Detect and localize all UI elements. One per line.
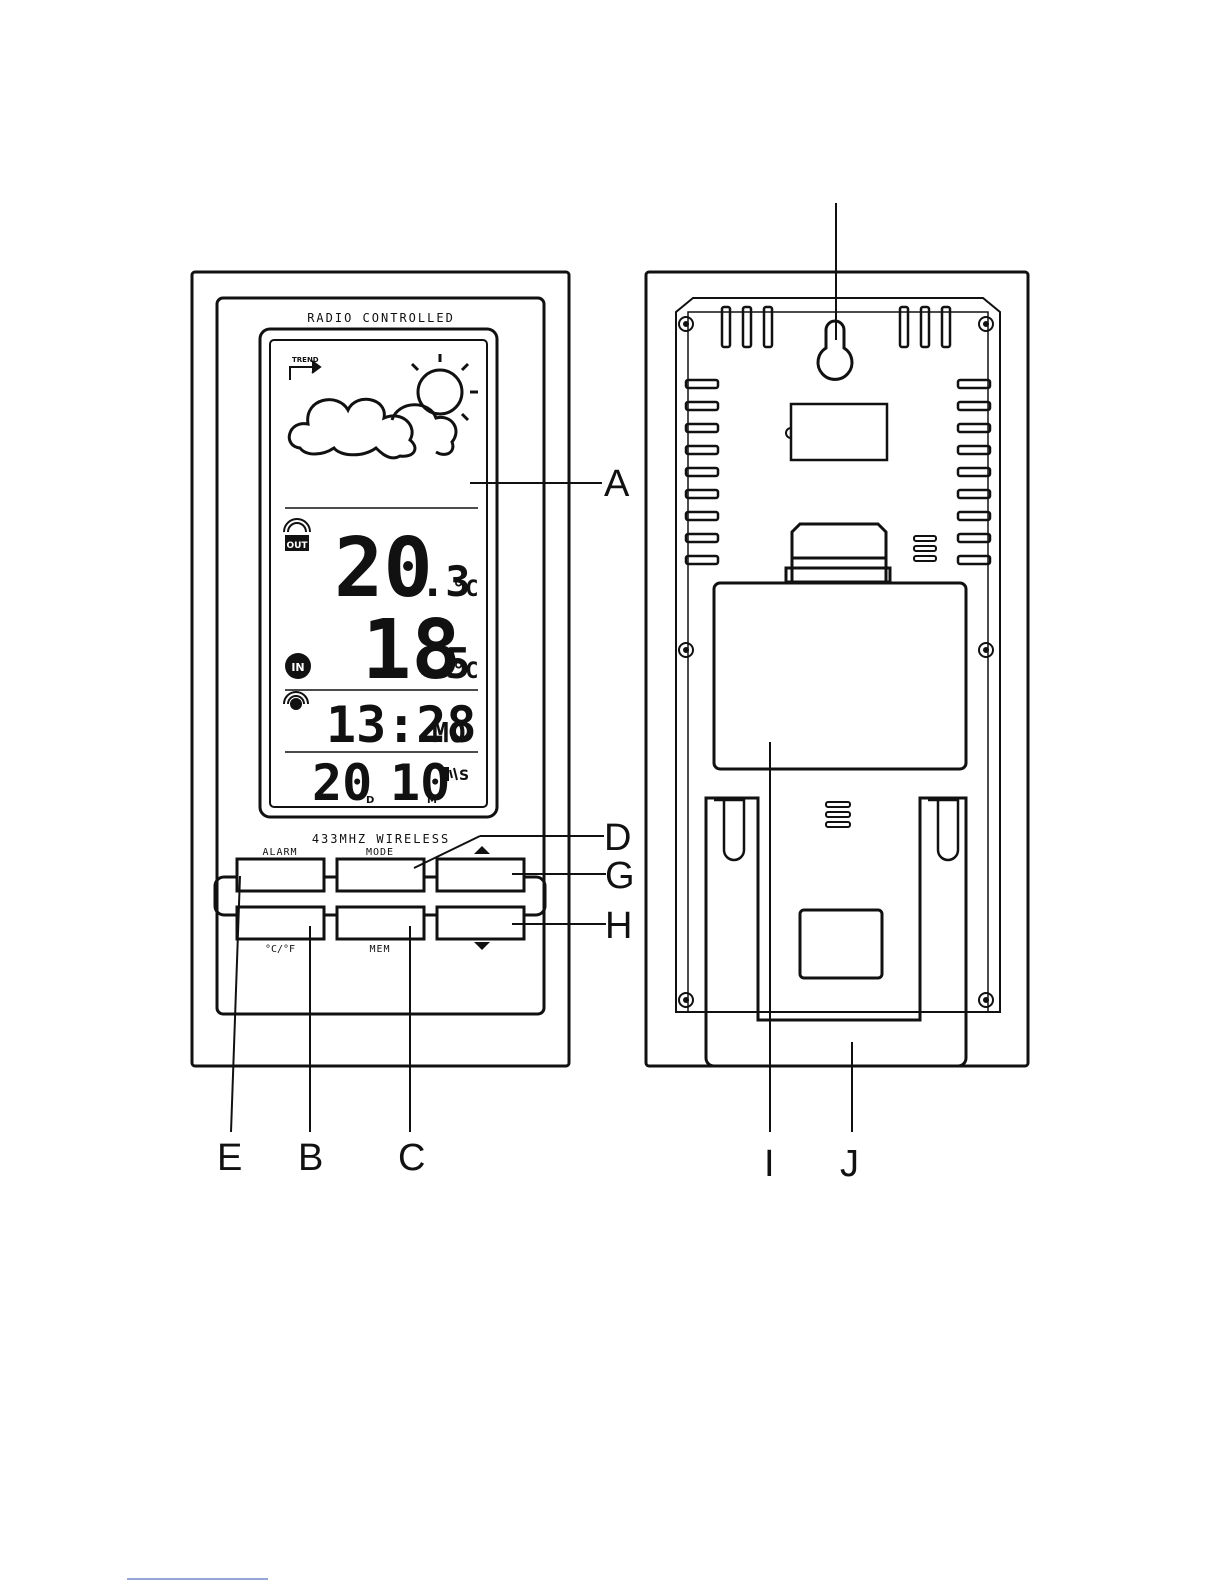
out-badge-label: OUT	[286, 541, 308, 551]
up-button[interactable]	[437, 859, 524, 891]
label-recess	[791, 404, 887, 460]
trend-label: TREND	[292, 356, 319, 364]
callout-d: D	[604, 817, 631, 859]
mini-grille	[826, 536, 936, 827]
alarm-button[interactable]	[237, 859, 324, 891]
mem-button-label: MEM	[369, 944, 390, 955]
callout-a: A	[604, 463, 630, 505]
date-month: 10	[390, 754, 450, 812]
callout-g: G	[605, 855, 635, 897]
front-header-text: RADIO CONTROLLED	[307, 311, 455, 325]
out-temp-unit: °C	[452, 577, 479, 602]
callout-c: C	[398, 1137, 425, 1179]
callout-h: H	[605, 905, 632, 947]
in-badge-label: IN	[291, 661, 304, 674]
down-button[interactable]	[437, 907, 524, 939]
date-day: 20	[312, 754, 372, 812]
callout-e: E	[217, 1137, 242, 1179]
alarm-button-label: ALARM	[262, 847, 297, 858]
mode-button[interactable]	[337, 859, 424, 891]
back-inner-frame-2	[688, 312, 988, 1012]
out-temp-main: 20	[334, 521, 433, 616]
battery-latch	[786, 524, 890, 582]
button-bar	[215, 859, 545, 939]
side-vent-slots	[686, 380, 990, 564]
signal-s-label: S	[459, 768, 469, 784]
callout-i: I	[764, 1143, 775, 1185]
back-view	[646, 272, 1028, 1066]
clock-weekday: MO	[432, 716, 466, 749]
callout-j: J	[840, 1143, 859, 1185]
in-temp-unit: °C	[452, 659, 479, 684]
mode-button-label: MODE	[366, 847, 394, 858]
battery-cover[interactable]	[714, 583, 966, 769]
callout-b: B	[298, 1137, 323, 1179]
screw-icon	[679, 317, 993, 1007]
date-day-suffix: D	[366, 795, 374, 806]
radio-signal-icon	[284, 692, 308, 709]
kickstand[interactable]	[706, 798, 966, 1066]
c-f-button-label: °C/°F	[265, 944, 295, 955]
date-month-suffix: M	[427, 795, 437, 806]
back-housing	[646, 272, 1028, 1066]
down-arrow-icon	[474, 942, 490, 950]
front-footer-text: 433MHZ WIRELESS	[312, 832, 450, 846]
up-arrow-icon	[474, 846, 490, 854]
stand-window	[800, 910, 882, 978]
